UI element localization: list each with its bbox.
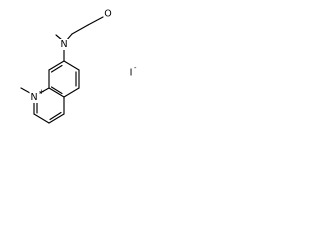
bond-o-c (87, 16, 104, 26)
bond-c3-c4 (48, 113, 65, 124)
iodide-label: I (130, 68, 133, 79)
structure-canvas: O N N + I - (0, 0, 150, 150)
atom-labels: O N N + I - (29, 9, 137, 103)
chemical-structure: O N N + I - (20, 9, 137, 124)
bond-c7-c6 (63, 60, 80, 71)
bond-c-c (71, 24, 89, 35)
ring-nitrogen-charge: + (39, 88, 45, 96)
hydroxyl-oxygen-label: O (104, 9, 111, 20)
amine-nitrogen-label: N (60, 39, 67, 50)
bond-c8-c7 (48, 60, 65, 71)
iodide-charge: - (134, 64, 137, 72)
bond-c4a-c8a-inner (50, 86, 63, 95)
bond-c3-c4-inner (49, 111, 62, 121)
bond-c2-c3 (33, 113, 50, 124)
bond-n1-methyl (20, 87, 31, 94)
bond-c4a-c8a (48, 87, 65, 98)
bond-c5-c4a (63, 87, 80, 98)
bonds (20, 16, 104, 124)
bond-c8a-n1 (39, 87, 50, 94)
bond-c8-c7-inner (50, 64, 63, 73)
ring-nitrogen-label: N (30, 92, 37, 103)
